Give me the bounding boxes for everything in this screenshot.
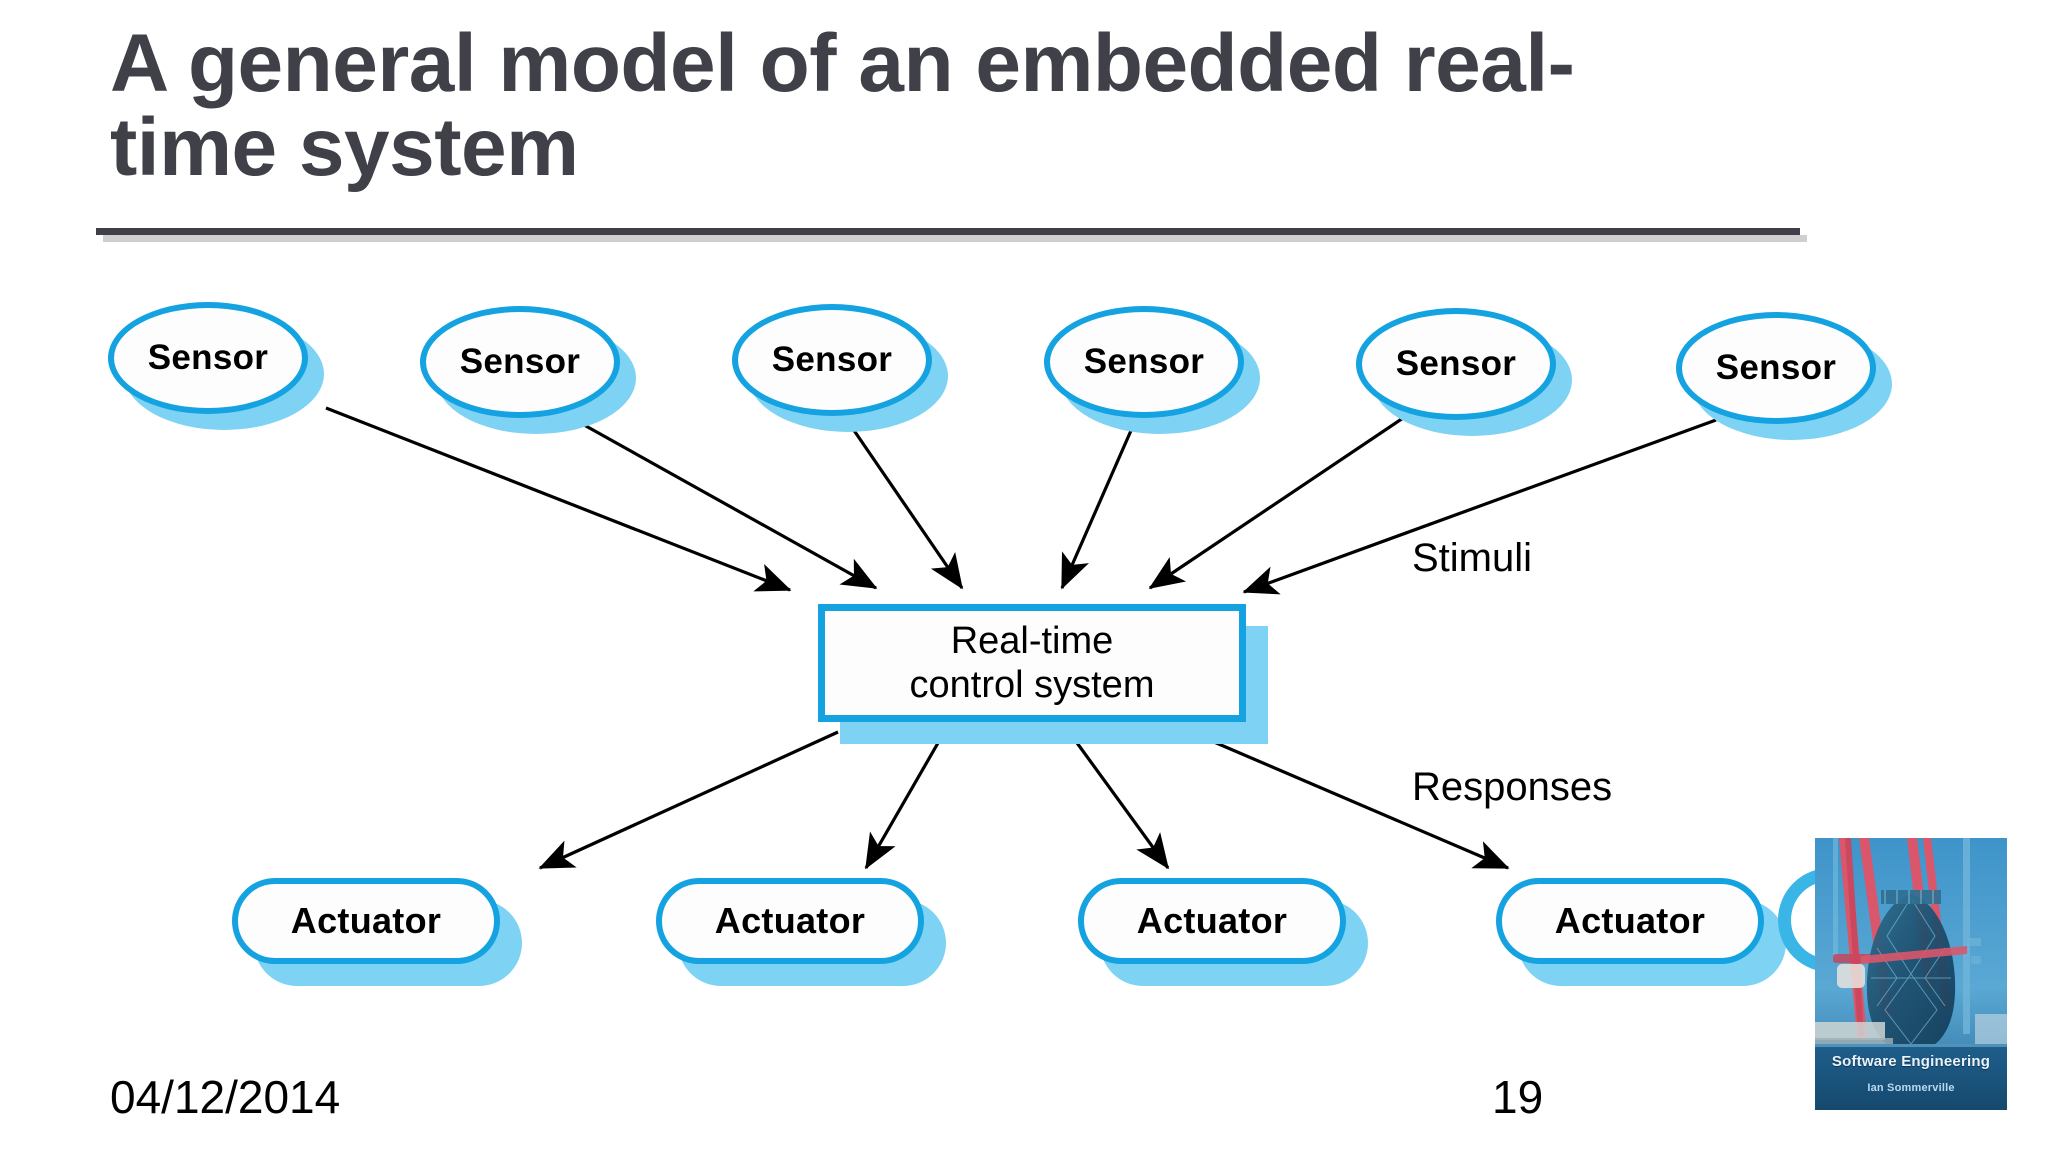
footer-date: 04/12/2014 bbox=[110, 1071, 341, 1123]
arrow-controller-to-actuator-1 bbox=[538, 730, 839, 870]
controller-node[interactable]: Real-time control system bbox=[818, 604, 1246, 722]
sensor-label: Sensor bbox=[771, 340, 893, 379]
controller-label: Real-time control system bbox=[909, 619, 1155, 706]
sensor-label: Sensor bbox=[1395, 344, 1517, 383]
title-rule-shadow bbox=[103, 235, 1807, 242]
arrow-sensor-3-to-controller bbox=[838, 409, 964, 590]
arrow-controller-to-actuator-3 bbox=[1070, 735, 1170, 870]
sensor-node-1[interactable]: Sensor bbox=[108, 302, 308, 414]
responses-label: Responses bbox=[1412, 765, 1613, 809]
sensor-node-5[interactable]: Sensor bbox=[1356, 308, 1556, 420]
actuator-label: Actuator bbox=[1554, 900, 1706, 941]
sensor-label: Sensor bbox=[1715, 348, 1837, 387]
arrow-sensor-1-to-controller bbox=[325, 406, 792, 592]
sensor-label: Sensor bbox=[459, 342, 581, 381]
sensor-node-2[interactable]: Sensor bbox=[420, 306, 620, 418]
arrow-sensor-5-to-controller bbox=[1148, 410, 1413, 590]
arrow-controller-to-actuator-2 bbox=[864, 735, 944, 870]
actuator-label: Actuator bbox=[714, 900, 866, 941]
actuator-node-2[interactable]: Actuator bbox=[656, 878, 924, 964]
arrow-sensor-2-to-controller bbox=[567, 414, 878, 590]
title-rule bbox=[96, 228, 1800, 235]
stimuli-label: Stimuli bbox=[1412, 536, 1533, 580]
sensor-node-6[interactable]: Sensor bbox=[1676, 312, 1876, 424]
actuator-node-3[interactable]: Actuator bbox=[1078, 878, 1346, 964]
arrow-sensor-4-to-controller bbox=[1060, 409, 1142, 590]
footer-page-number: 19 bbox=[1492, 1071, 1544, 1123]
book-cover-artwork bbox=[1815, 838, 2007, 1110]
sensor-node-3[interactable]: Sensor bbox=[732, 304, 932, 416]
sensor-label: Sensor bbox=[1083, 342, 1205, 381]
page-title: A general model of an embedded real- tim… bbox=[110, 18, 1575, 193]
actuator-label: Actuator bbox=[1136, 900, 1288, 941]
sensor-label: Sensor bbox=[147, 338, 269, 377]
actuator-node-4[interactable]: Actuator bbox=[1496, 878, 1764, 964]
book-cover-image: Software Engineering Ian Sommerville bbox=[1815, 838, 2007, 1110]
book-cover-title: Software Engineering bbox=[1831, 1053, 1991, 1070]
actuator-label: Actuator bbox=[290, 900, 442, 941]
book-cover-author: Ian Sommerville bbox=[1867, 1082, 1955, 1094]
actuator-node-1[interactable]: Actuator bbox=[232, 878, 500, 964]
sensor-node-4[interactable]: Sensor bbox=[1044, 306, 1244, 418]
